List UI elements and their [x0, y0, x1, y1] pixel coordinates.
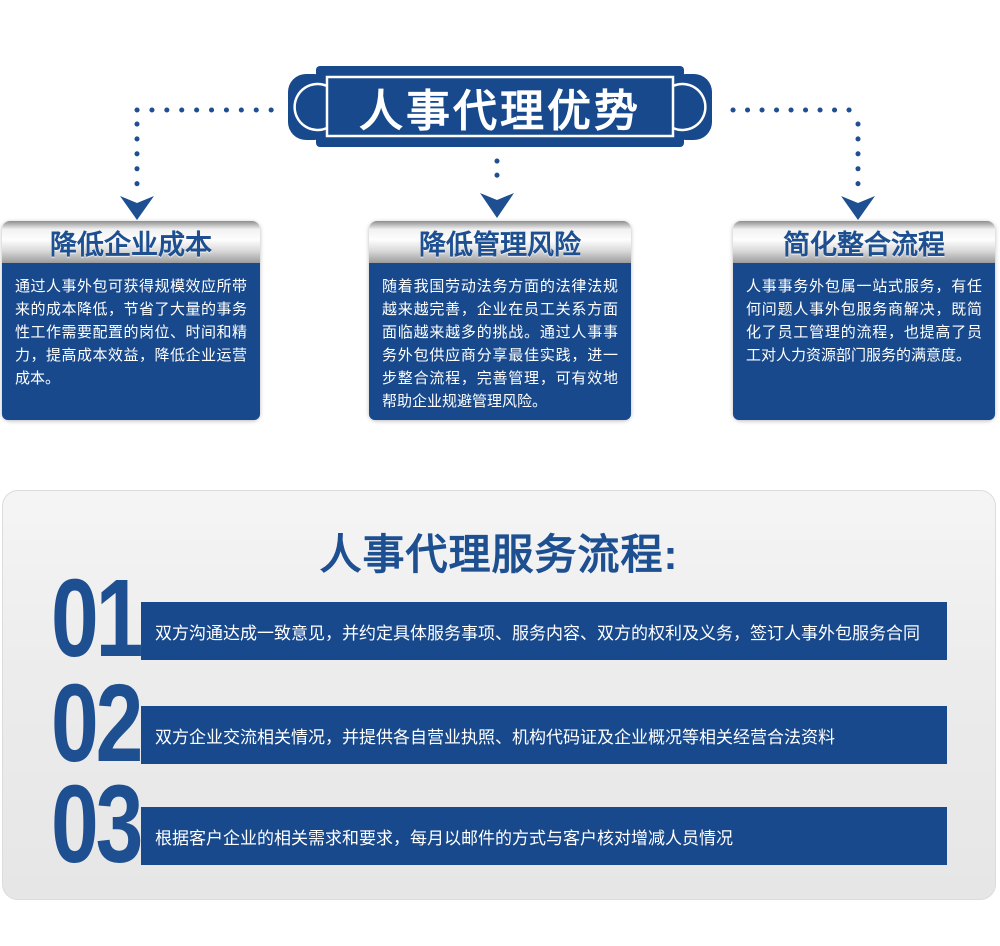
step-bar: 双方企业交流相关情况，并提供各自营业执照、机构代码证及企业概况等相关经营合法资料: [141, 706, 947, 764]
advantage-card-risk: 降低管理风险 随着我国劳动法务方面的法律法规越来越完善，企业在员工关系方面面临越…: [369, 221, 631, 420]
step-text: 根据客户企业的相关需求和要求，每月以邮件的方式与客户核对增减人员情况: [155, 828, 733, 848]
banner-title: 人事代理优势: [359, 86, 641, 136]
step-number: 03: [51, 763, 143, 886]
down-arrow-icon: [841, 196, 875, 220]
process-title: 人事代理服务流程:: [319, 531, 679, 578]
step-bar: 双方沟通达成一致意见，并约定具体服务事项、服务内容、双方的权利及义务，签订人事外…: [141, 602, 947, 660]
process-panel: 人事代理服务流程: 01 双方沟通达成一致意见，并约定具体服务事项、服务内容、双…: [2, 490, 996, 900]
step-number: 02: [51, 662, 143, 785]
connector-graphic: [120, 66, 875, 220]
banner-plaque: [288, 66, 712, 147]
dotted-connector-left: [134, 107, 277, 187]
card-title: 降低管理风险: [369, 221, 631, 263]
card-body-text: 随着我国劳动法务方面的法律法规越来越完善，企业在员工关系方面面临越来越多的挑战。…: [369, 263, 631, 420]
card-body-text: 人事事务外包属一站式服务，有任何问题人事外包服务商解决，既简化了员工管理的流程，…: [733, 263, 995, 420]
step-text: 双方企业交流相关情况，并提供各自营业执照、机构代码证及企业概况等相关经营合法资料: [155, 727, 835, 747]
step-bar: 根据客户企业的相关需求和要求，每月以邮件的方式与客户核对增减人员情况: [141, 807, 947, 865]
dotted-connector-right: [730, 107, 866, 187]
card-title: 降低企业成本: [2, 221, 260, 263]
step-number: 01: [51, 557, 143, 680]
advantage-card-process: 简化整合流程 人事事务外包属一站式服务，有任何问题人事外包服务商解决，既简化了员…: [733, 221, 995, 420]
step-text: 双方沟通达成一致意见，并约定具体服务事项、服务内容、双方的权利及义务，签订人事外…: [155, 623, 920, 643]
card-body-text: 通过人事外包可获得规模效应所带来的成本降低，节省了大量的事务性工作需要配置的岗位…: [2, 263, 260, 420]
down-arrow-icon: [120, 196, 154, 220]
advantage-card-cost: 降低企业成本 通过人事外包可获得规模效应所带来的成本降低，节省了大量的事务性工作…: [2, 221, 260, 420]
down-arrow-icon: [480, 193, 514, 218]
card-title: 简化整合流程: [733, 221, 995, 263]
